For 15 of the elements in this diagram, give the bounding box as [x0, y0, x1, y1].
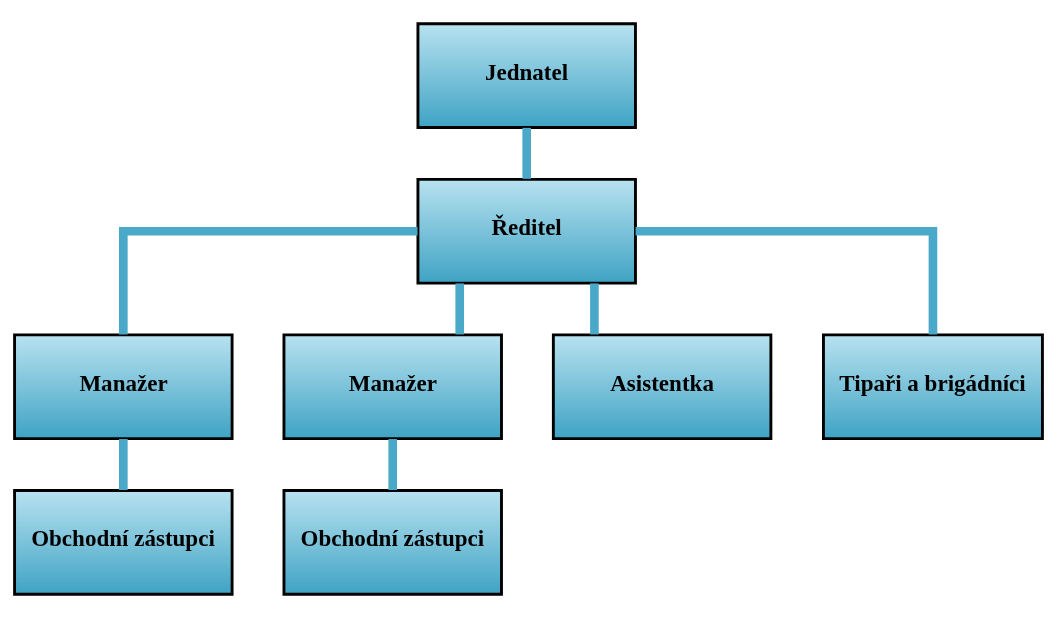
connector: [590, 282, 599, 334]
node-box: Ředitel: [416, 177, 637, 284]
node-box: Tipaři a brigádníci: [822, 333, 1044, 440]
node-box: Manažer: [13, 333, 234, 440]
node-box: Jednatel: [416, 21, 637, 129]
connector: [388, 438, 398, 490]
connector: [522, 127, 532, 179]
node-box: Obchodní zástupci: [282, 488, 503, 596]
node-box: Manažer: [282, 333, 503, 440]
connector: [119, 438, 128, 490]
connector: [119, 226, 418, 335]
connector: [455, 282, 465, 334]
connector: [635, 226, 938, 335]
node-box: Obchodní zástupci: [13, 488, 234, 596]
node-box: Asistentka: [551, 333, 773, 440]
